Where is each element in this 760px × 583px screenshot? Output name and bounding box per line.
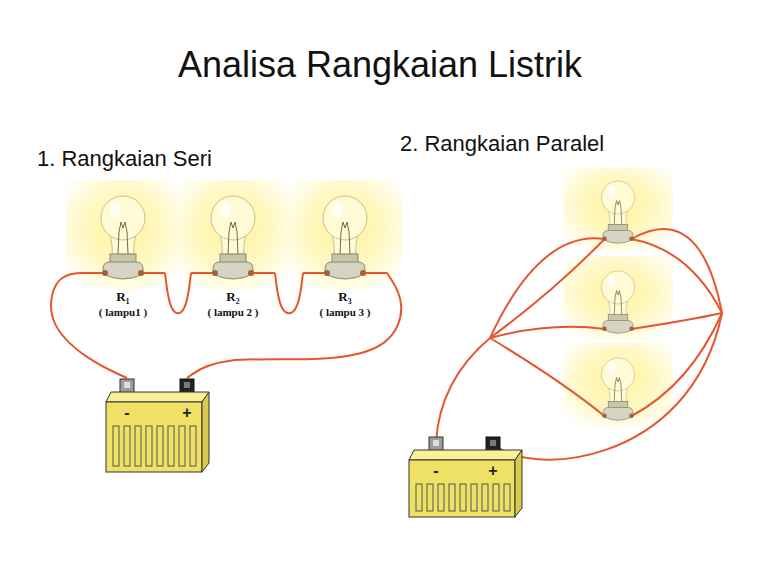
- lamp: [602, 358, 635, 420]
- battery-rib: [427, 484, 433, 511]
- wire: [632, 313, 723, 416]
- wire-stub: [191, 272, 215, 274]
- section-caption: 2. Rangkaian Paralel: [400, 131, 604, 157]
- lamp: [602, 271, 635, 333]
- lamp-glow: [66, 180, 180, 290]
- lamp-glow: [563, 343, 673, 427]
- title: Analisa Rangkaian Listrik: [0, 44, 760, 86]
- resistor-label: R₂: [226, 288, 239, 305]
- battery-rib: [168, 426, 174, 466]
- terminal-hole: [433, 440, 439, 446]
- wire: [490, 327, 605, 338]
- lamp: R₂( lampu 2 ): [191, 192, 275, 320]
- wire: [493, 313, 722, 460]
- wire-stub: [81, 272, 105, 274]
- battery-rib: [504, 484, 510, 511]
- positive-sign: +: [481, 461, 505, 481]
- parallel-wires: [436, 229, 722, 460]
- wire: [275, 273, 303, 313]
- lamp-label: ( lampu 2 ): [207, 305, 258, 320]
- lamp-glow: [176, 180, 290, 290]
- bulb: [323, 196, 367, 279]
- wire: [632, 313, 723, 329]
- battery-symbol: [408, 436, 523, 518]
- lamp: R₃( lampu 3 ): [303, 192, 387, 320]
- terminal-hole: [124, 382, 130, 388]
- wire-stub: [303, 272, 327, 274]
- battery-body: [106, 402, 202, 472]
- battery-rib: [179, 426, 185, 466]
- wire: [165, 273, 191, 313]
- lamp-glow: [288, 180, 402, 290]
- lamp-symbol: [303, 192, 387, 284]
- wire: [187, 273, 401, 378]
- wire-stub: [141, 272, 165, 274]
- negative-sign: -: [115, 403, 139, 423]
- battery-rib: [460, 484, 466, 511]
- lamp: [602, 181, 635, 243]
- terminal-hole: [490, 440, 496, 446]
- lamp: R₁( lampu1 ): [81, 192, 165, 320]
- battery-body: [409, 460, 515, 517]
- battery-rib: [124, 426, 130, 466]
- battery-rib: [416, 484, 422, 511]
- battery-top: [409, 450, 522, 460]
- negative-sign: -: [424, 461, 448, 481]
- battery-rib: [471, 484, 477, 511]
- battery-rib: [146, 426, 152, 466]
- lamp-label-group: R₁( lampu1 ): [81, 192, 165, 320]
- wire: [490, 238, 605, 338]
- positive-sign: +: [175, 403, 199, 423]
- wire: [632, 239, 723, 313]
- battery-rib: [438, 484, 444, 511]
- battery-side: [515, 450, 522, 517]
- wire-stub: [251, 272, 275, 274]
- battery-symbol: [105, 378, 210, 473]
- resistor-label: R₁: [116, 288, 129, 305]
- bulb: [211, 196, 255, 279]
- battery-rib: [449, 484, 455, 511]
- battery-top: [106, 392, 209, 402]
- battery-rib: [482, 484, 488, 511]
- lamp-symbol: [191, 192, 275, 284]
- battery: -+: [408, 436, 523, 518]
- terminal-hole: [184, 382, 190, 388]
- battery-rib: [493, 484, 499, 511]
- wire: [490, 239, 605, 338]
- wire: [436, 338, 490, 442]
- lamp-symbol: [81, 192, 165, 284]
- section-caption: 1. Rangkaian Seri: [37, 146, 212, 172]
- wire: [632, 229, 723, 313]
- wire: [490, 338, 605, 416]
- battery-side: [202, 392, 209, 472]
- lamp-label: ( lampu 3 ): [319, 305, 370, 320]
- lamp-label: ( lampu1 ): [99, 305, 147, 320]
- lamp-label-group: R₃( lampu 3 ): [303, 192, 387, 320]
- resistor-label: R₃: [338, 288, 351, 305]
- battery: -+: [105, 378, 210, 473]
- bulb: [101, 196, 145, 279]
- battery-rib: [157, 426, 163, 466]
- wire: [51, 273, 127, 378]
- lamp-label-group: R₂( lampu 2 ): [191, 192, 275, 320]
- battery-rib: [113, 426, 119, 466]
- wire-stub: [363, 272, 387, 274]
- battery-label-group: -+: [408, 461, 523, 481]
- battery-rib: [190, 426, 196, 466]
- battery-rib: [135, 426, 141, 466]
- battery-label-group: -+: [105, 403, 210, 423]
